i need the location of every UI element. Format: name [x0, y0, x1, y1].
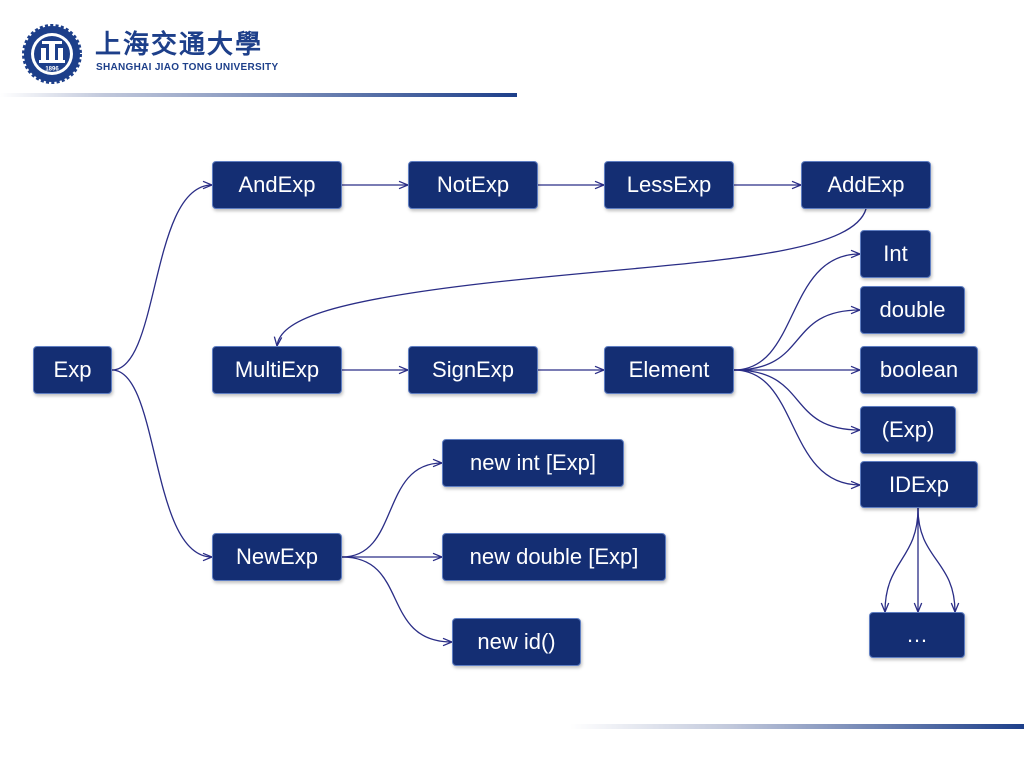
edge-element-idexp — [733, 369, 860, 485]
node-and-exp: AndExp — [212, 161, 342, 209]
node-new-int: new int [Exp] — [442, 439, 624, 487]
node-new-id: new id() — [452, 618, 581, 666]
node-new-exp: NewExp — [212, 533, 342, 581]
node-new-double: new double [Exp] — [442, 533, 666, 581]
node-not-exp: NotExp — [408, 161, 538, 209]
footer-divider — [570, 724, 1024, 729]
node-id-exp: IDExp — [860, 461, 978, 508]
node-element: Element — [604, 346, 734, 394]
edge-exp-andexp — [111, 185, 212, 371]
edge-exp-newexp — [111, 369, 212, 557]
edge-newexp-new-id — [341, 556, 452, 642]
university-name-chinese: 上海交通大學 — [95, 30, 264, 60]
seal-year-text: 1896 — [45, 67, 59, 73]
header-divider — [0, 93, 517, 97]
sjtu-seal-icon: 1896 — [22, 24, 82, 84]
node-double: double — [860, 286, 965, 334]
node-boolean: boolean — [860, 346, 978, 394]
node-sign-exp: SignExp — [408, 346, 538, 394]
edge-idexp-ellipsis-left — [885, 507, 919, 612]
node-int: Int — [860, 230, 931, 278]
university-seal-logo: 1896 — [22, 24, 82, 84]
university-name-english: SHANGHAI JIAO TONG UNIVERSITY — [96, 62, 279, 73]
node-paren-exp: (Exp) — [860, 406, 956, 454]
node-add-exp: AddExp — [801, 161, 931, 209]
edge-element-double — [733, 310, 860, 371]
node-exp: Exp — [33, 346, 112, 394]
edge-addexp-multiexp — [277, 208, 867, 346]
edge-idexp-ellipsis-right — [917, 507, 955, 612]
node-less-exp: LessExp — [604, 161, 734, 209]
edge-element-paren-exp — [733, 369, 860, 430]
node-ellipsis: … — [869, 612, 965, 658]
edge-element-int — [733, 254, 860, 371]
edge-newexp-new-int — [341, 463, 442, 558]
node-multi-exp: MultiExp — [212, 346, 342, 394]
